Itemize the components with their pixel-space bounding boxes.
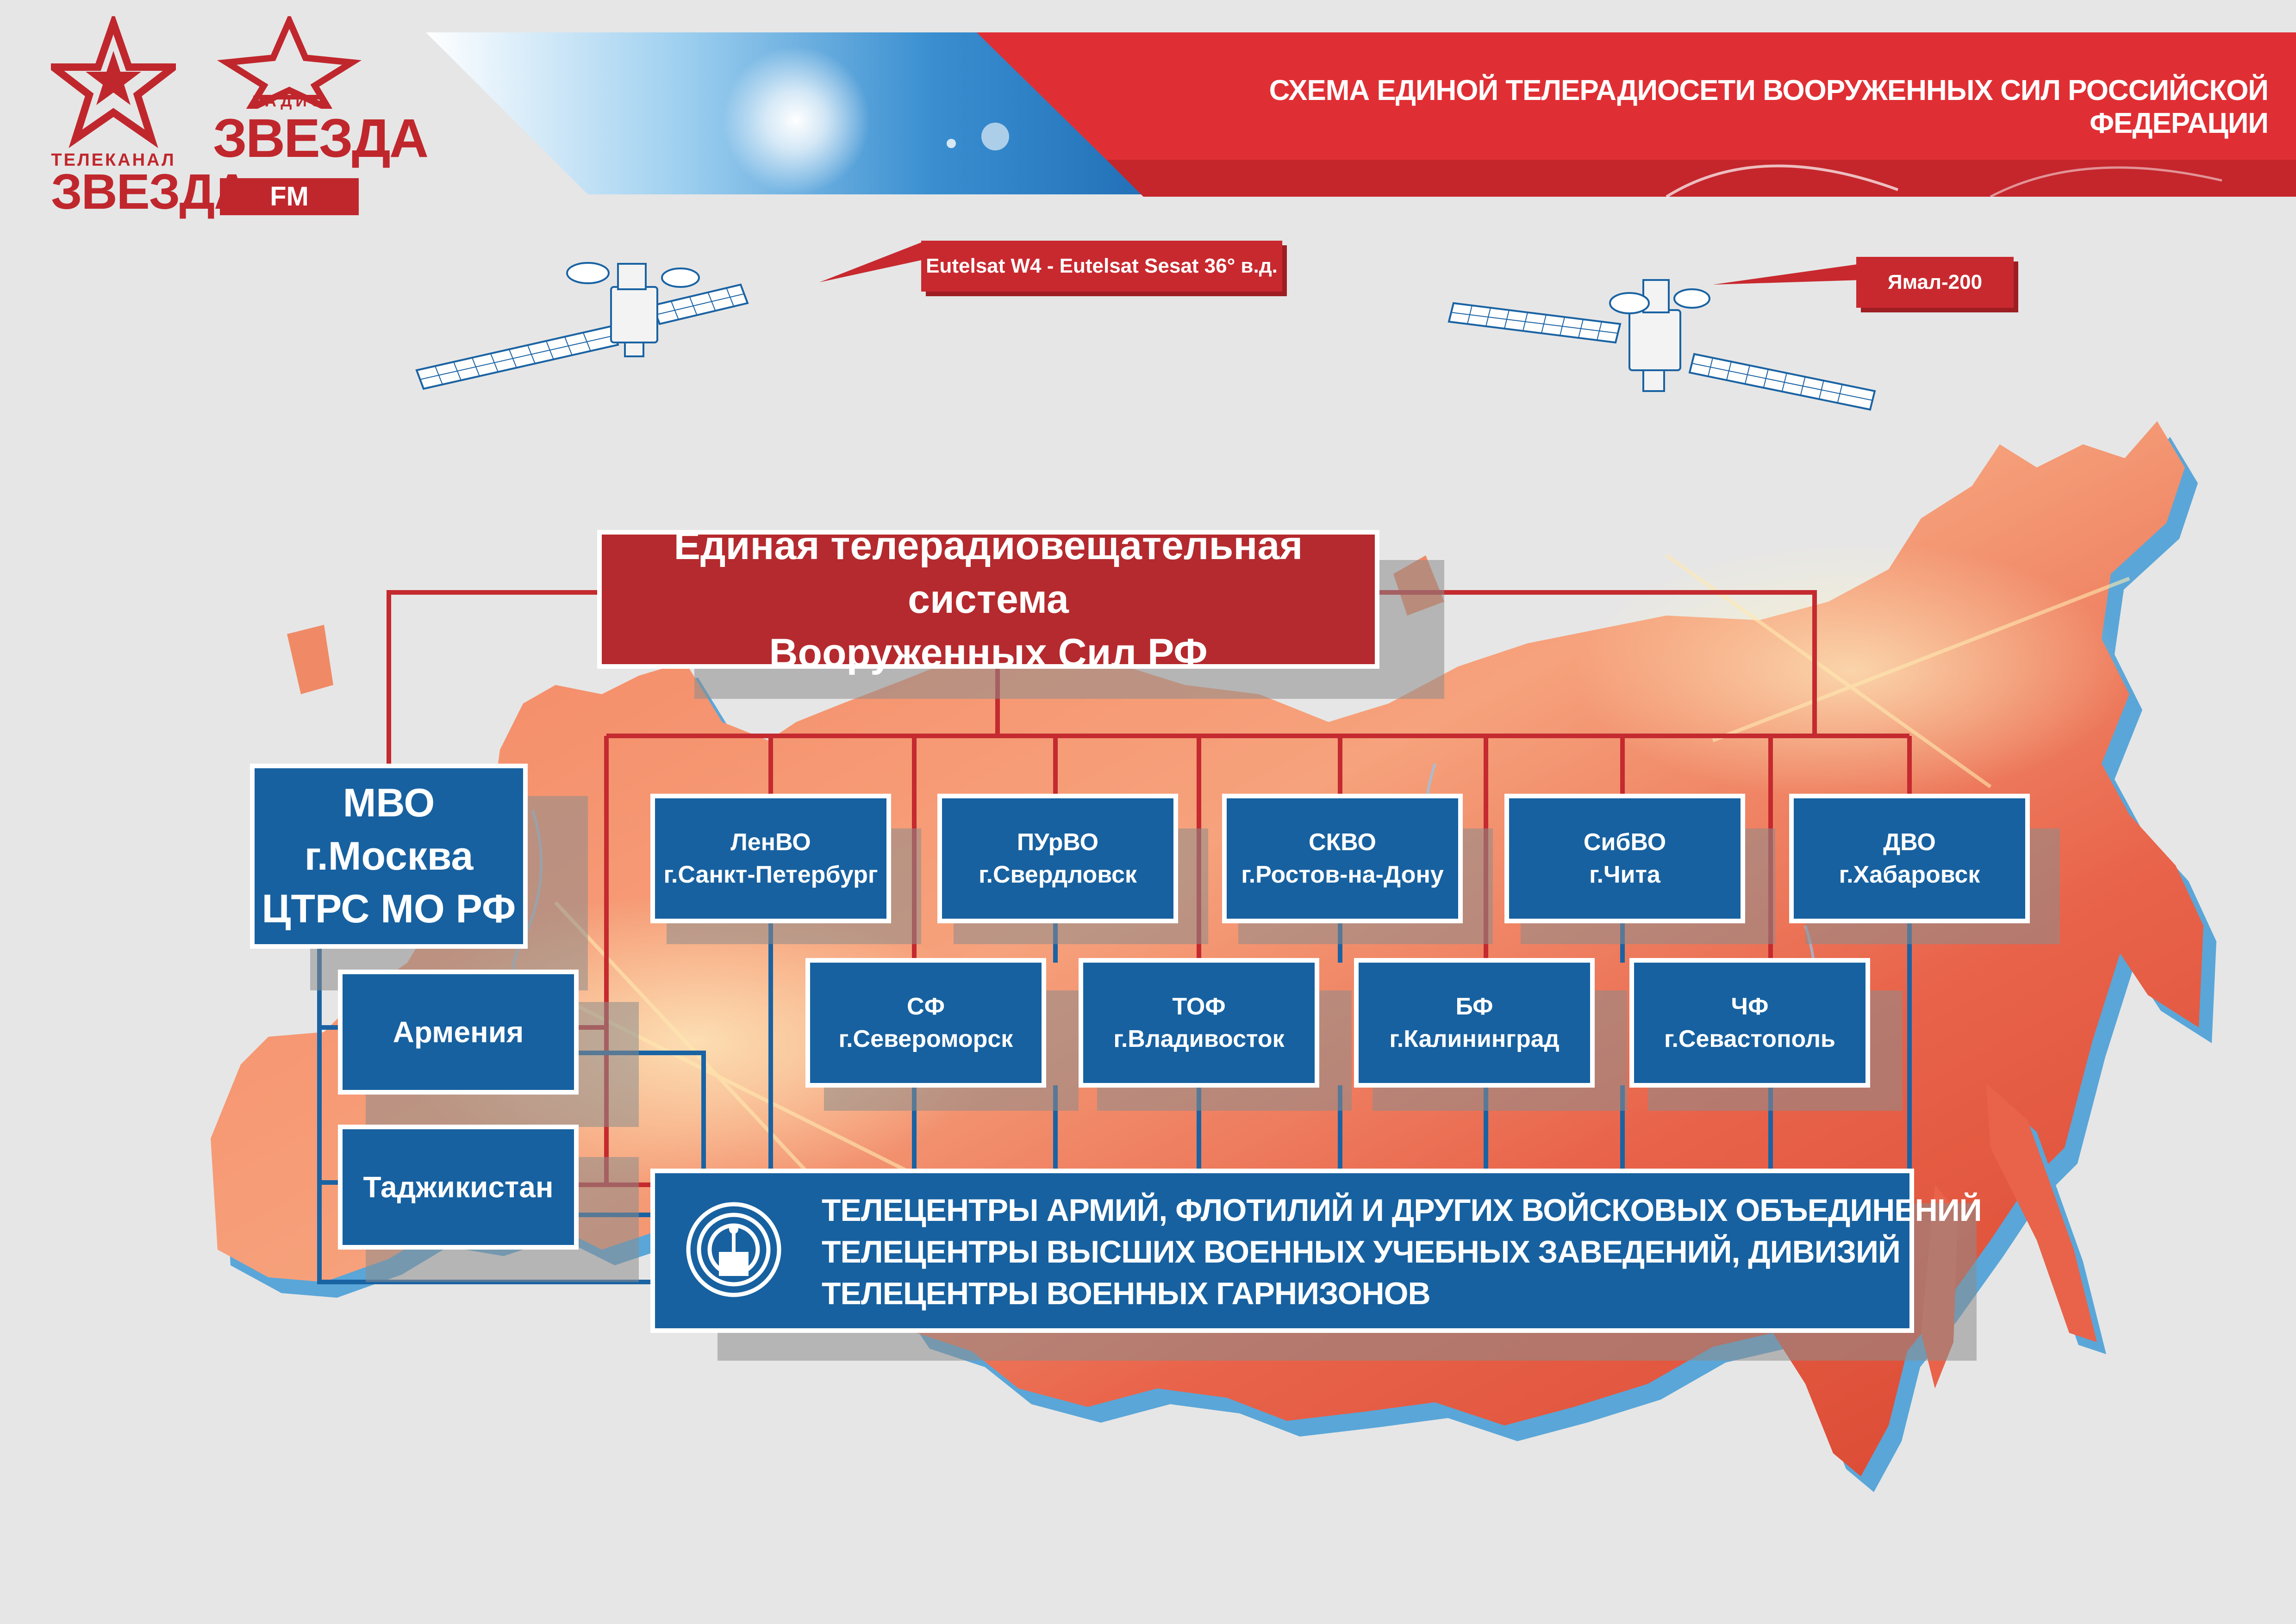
logo-radio-fm: FM — [220, 178, 359, 215]
fleet-sf: СФ г.Североморск — [805, 958, 1046, 1088]
satellite-icon — [1447, 279, 1876, 411]
logo-tv-caption: ТЕЛЕКАНАЛ — [51, 150, 176, 170]
satellite-label-eutelsat: Eutelsat W4 - Eutelsat Sesat 36° в.д. — [921, 241, 1282, 292]
district-name: ПУрВО — [1017, 828, 1099, 856]
fleet-name: ТОФ — [1172, 993, 1226, 1020]
telecenter-line: ТЕЛЕЦЕНТРЫ АРМИЙ, ФЛОТИЛИЙ И ДРУГИХ ВОЙС… — [822, 1193, 1982, 1228]
country-tajikistan: Таджикистан — [338, 1125, 579, 1250]
district-city: г.Свердловск — [979, 861, 1137, 888]
fleet-tof: ТОФ г.Владивосток — [1079, 958, 1319, 1088]
root-node: Единая телерадиовещательная система Воор… — [597, 523, 1379, 675]
mvo-node-line1: МВО — [343, 781, 435, 826]
fleet-city: г.Севастополь — [1664, 1026, 1835, 1052]
district-skvo: СКВО г.Ростов-на-Дону — [1222, 794, 1463, 923]
district-dvo: ДВО г.Хабаровск — [1789, 794, 2030, 923]
district-name: ЛенВО — [730, 828, 811, 856]
district-city: г.Хабаровск — [1839, 861, 1980, 888]
district-sibvo: СибВО г.Чита — [1504, 794, 1745, 923]
fleet-name: ЧФ — [1731, 993, 1769, 1020]
district-name: СибВО — [1583, 828, 1666, 856]
district-purvo: ПУрВО г.Свердловск — [937, 794, 1178, 923]
star-logo-icon — [217, 16, 362, 109]
antenna-icon — [686, 1202, 781, 1297]
district-city: г.Чита — [1589, 861, 1660, 888]
mvo-node: МВО г.Москва ЦТРС МО РФ — [250, 764, 528, 949]
district-name: ДВО — [1883, 828, 1936, 856]
country-armenia: Армения — [338, 970, 579, 1095]
callout-pointer — [819, 241, 1861, 285]
fleet-chf: ЧФ г.Севастополь — [1629, 958, 1870, 1088]
fleet-city: г.Калининград — [1389, 1026, 1560, 1052]
telecenter-line: ТЕЛЕЦЕНТРЫ ВЫСШИХ ВОЕННЫХ УЧЕБНЫХ ЗАВЕДЕ… — [822, 1234, 1901, 1269]
page-title: СХЕМА ЕДИНОЙ ТЕЛЕРАДИОСЕТИ ВООРУЖЕННЫХ С… — [1269, 75, 2269, 139]
fleet-city: г.Владивосток — [1113, 1026, 1285, 1052]
star-logo-icon — [51, 16, 176, 148]
satellite-icon — [415, 262, 749, 390]
fleet-bf: БФ г.Калининград — [1354, 958, 1595, 1088]
district-lenvo: ЛенВО г.Санкт-Петербург — [650, 794, 891, 923]
district-city: г.Санкт-Петербург — [663, 861, 878, 888]
telecenter-line: ТЕЛЕЦЕНТРЫ ВОЕННЫХ ГАРНИЗОНОВ — [822, 1276, 1431, 1311]
fleet-name: БФ — [1455, 993, 1493, 1020]
root-node-line2: Вооруженных Сил РФ — [769, 631, 1208, 676]
district-city: г.Ростов-на-Дону — [1241, 861, 1444, 888]
root-node-line1: Единая телерадиовещательная система — [674, 523, 1303, 622]
satellite-label-yamal: Ямал-200 — [1856, 257, 2014, 308]
mvo-node-line2: г.Москва — [304, 834, 474, 878]
telecenters-node: ТЕЛЕЦЕНТРЫ АРМИЙ, ФЛОТИЛИЙ И ДРУГИХ ВОЙС… — [650, 1169, 1982, 1333]
mvo-node-line3: ЦТРС МО РФ — [262, 887, 516, 932]
logo-radio-caption: РАДИО — [252, 93, 327, 110]
district-name: СКВО — [1309, 828, 1376, 856]
fleet-city: г.Североморск — [838, 1026, 1013, 1052]
fleet-name: СФ — [907, 993, 945, 1020]
